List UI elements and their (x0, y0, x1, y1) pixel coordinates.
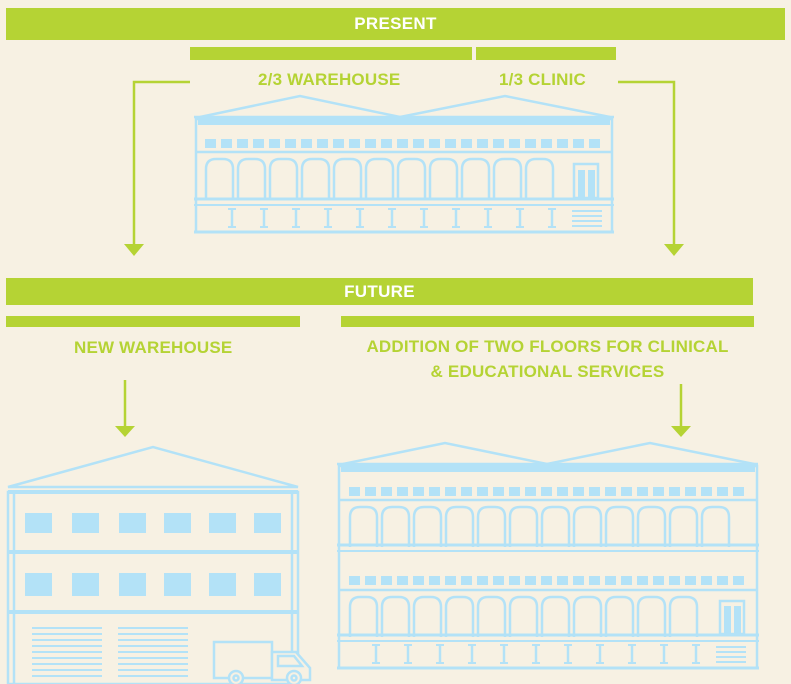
expanded-building-arches (348, 505, 746, 639)
new-warehouse-building-icon (6, 445, 300, 684)
new-warehouse-windows (25, 513, 281, 596)
present-building-columns (226, 207, 602, 229)
addition-label: ADDITION OF TWO FLOORS FOR CLINICAL & ED… (341, 334, 754, 384)
arrow-down-icon (115, 380, 135, 437)
arrow-down-icon (671, 384, 691, 437)
arrow-down-icon (124, 244, 144, 256)
arrow-down-icon (132, 80, 190, 244)
arrow-down-icon (664, 244, 684, 256)
future-title: FUTURE (344, 281, 415, 301)
addition-label-line2: & EDUCATIONAL SERVICES (430, 362, 665, 381)
present-building-squares (205, 139, 600, 148)
arrow-down-icon (618, 80, 676, 244)
expanded-building-columns (370, 643, 746, 665)
present-building-arches (204, 157, 600, 201)
present-title: PRESENT (354, 14, 437, 33)
new-warehouse-bar (6, 316, 300, 327)
warehouse-share-bar (190, 47, 472, 60)
addition-bar (341, 316, 754, 327)
addition-label-line1: ADDITION OF TWO FLOORS FOR CLINICAL (366, 337, 729, 356)
loading-dock-doors (32, 627, 188, 677)
expanded-building-icon (337, 441, 759, 670)
present-header-bar: PRESENT (6, 8, 785, 40)
new-warehouse-label: NEW WAREHOUSE (74, 338, 233, 357)
future-header-bar: FUTURE (6, 278, 753, 305)
clinic-share-label: 1/3 CLINIC (499, 70, 587, 89)
warehouse-share-label: 2/3 WAREHOUSE (258, 70, 401, 89)
clinic-share-bar (476, 47, 616, 60)
delivery-truck-icon (212, 640, 312, 684)
